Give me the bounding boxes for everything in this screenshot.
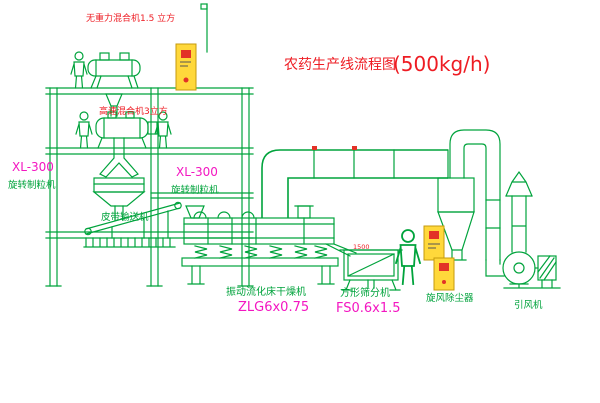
- label-granulator-mid-model: XL-300: [176, 165, 218, 179]
- label-high-speed-mixer: 高速混合机3立方: [99, 105, 168, 117]
- high-speed-mixer: [95, 111, 158, 149]
- label-sieve-name: 方形筛分机: [340, 286, 390, 299]
- label-belt-conveyor: 皮带输送机: [101, 211, 149, 223]
- label-dryer-name: 振动流化床干燥机: [226, 285, 306, 298]
- outlet-pipe: [449, 129, 505, 277]
- label-sieve-dim: 1500: [353, 243, 370, 251]
- person-figure: [395, 229, 421, 285]
- platform-frame: [45, 87, 254, 287]
- control-cabinet-top: [175, 43, 197, 91]
- control-cabinet-mid: [423, 225, 445, 261]
- control-cabinet-low: [433, 257, 455, 291]
- label-granulator-mid-name: 旋转制粒机: [171, 184, 219, 196]
- person-figure: [70, 51, 88, 89]
- y-discharge-chute: [99, 137, 139, 178]
- main-duct: [261, 146, 449, 218]
- antenna-pole: [200, 3, 208, 53]
- induced-draft-fan: [502, 251, 561, 289]
- label-gravity-mixer: 无重力混合机1.5 立方: [86, 12, 175, 24]
- person-figure: [75, 111, 93, 149]
- exhaust-stack: [505, 170, 533, 253]
- belt-conveyor: [84, 201, 182, 239]
- label-cyclone-name: 旋风除尘器: [426, 292, 474, 304]
- page-title: 农药生产线流程图: [284, 57, 396, 73]
- label-fan-name: 引风机: [514, 299, 543, 311]
- square-sieve: [339, 249, 403, 291]
- fluid-bed-dryer: [181, 205, 357, 285]
- rotary-granulator: [92, 177, 146, 221]
- label-granulator-left-name: 旋转制粒机: [8, 179, 56, 191]
- label-sieve-model: FS0.6x1.5: [336, 301, 401, 316]
- label-dryer-model: ZLG6x0.75: [238, 300, 309, 315]
- label-granulator-left-model: XL-300: [12, 160, 54, 174]
- gravity-mixer: [87, 52, 141, 117]
- page-title-capacity: (500kg/h): [393, 52, 490, 76]
